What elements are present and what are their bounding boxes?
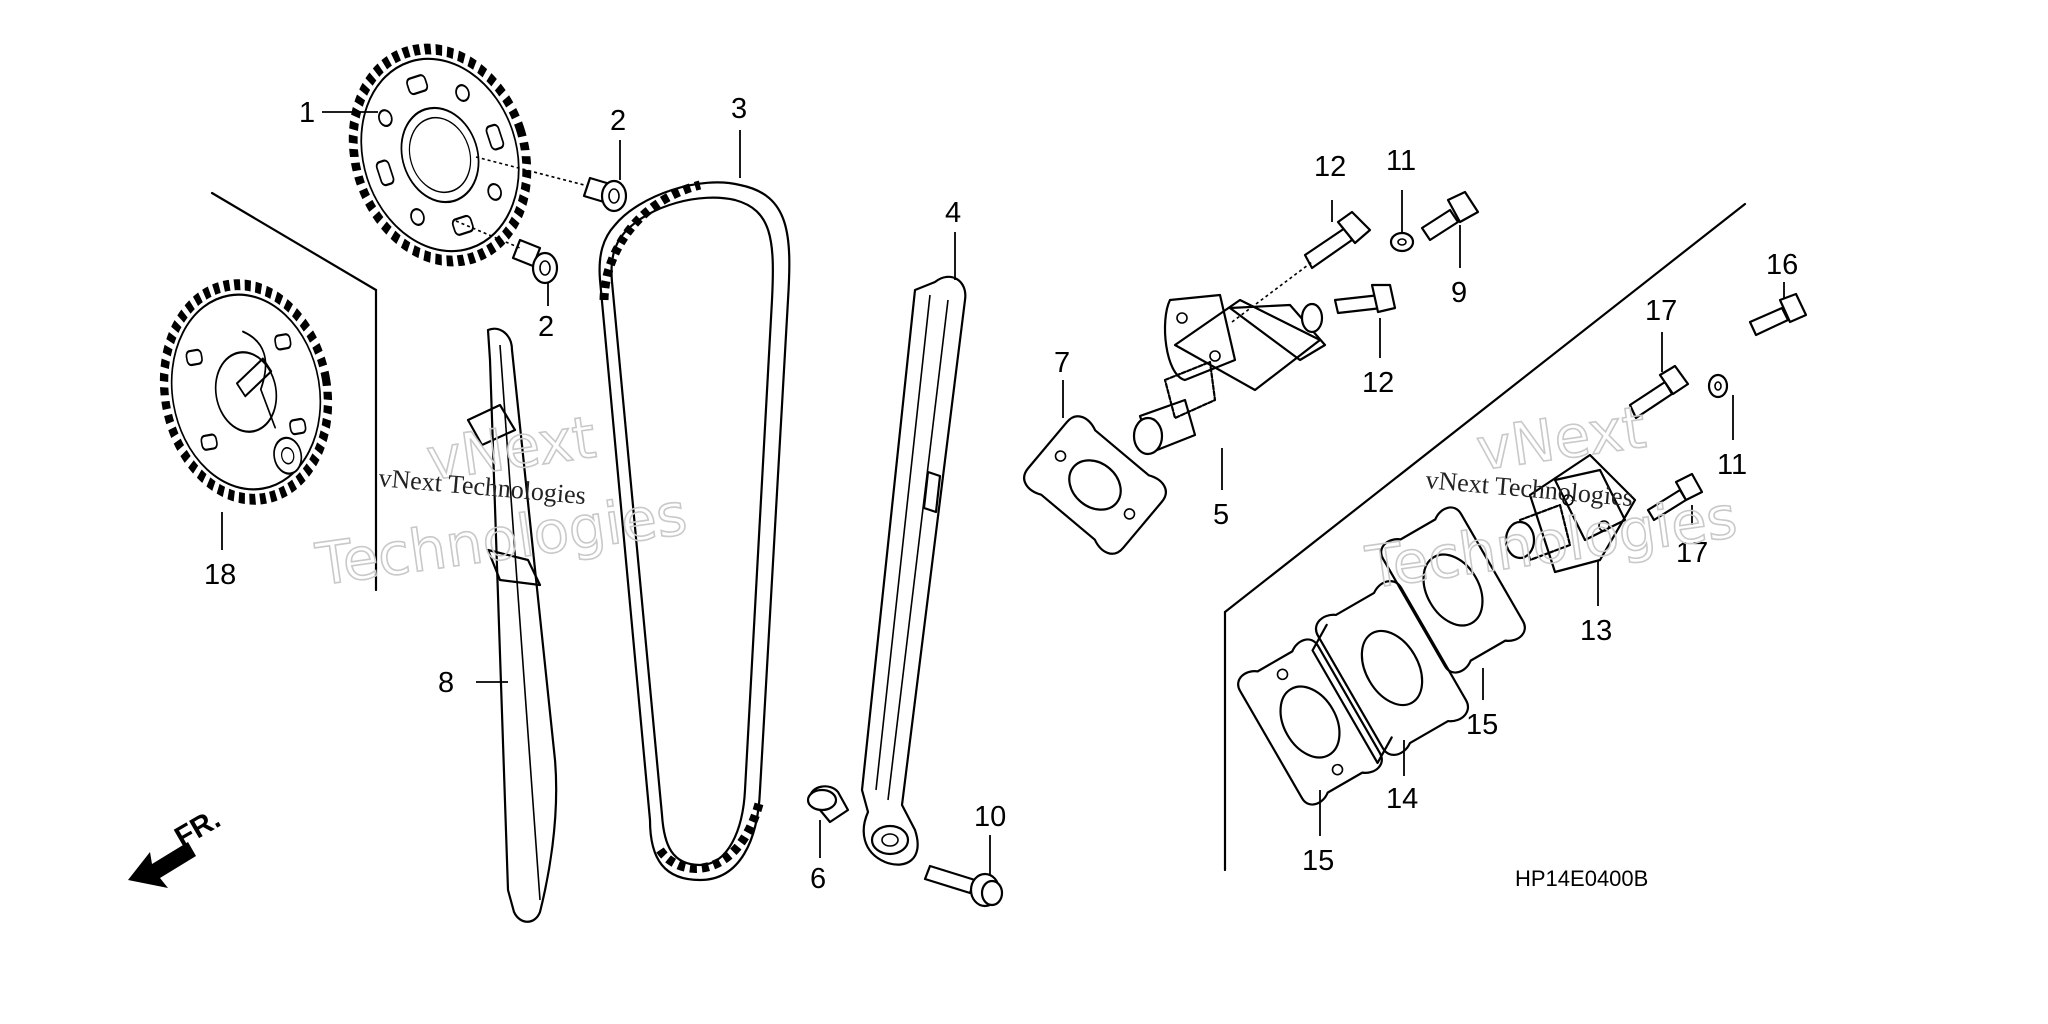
callout-6: 6 <box>810 863 826 895</box>
callout-3: 3 <box>731 93 747 125</box>
callout-16: 16 <box>1766 249 1798 281</box>
watermark-left: vNext Technologies vNext Technologies <box>311 402 692 600</box>
diagram-code: HP14E0400B <box>1515 866 1648 891</box>
callout-12-upper: 12 <box>1314 151 1346 183</box>
callout-18: 18 <box>204 559 236 591</box>
pivot-bolt-part[interactable] <box>806 785 850 824</box>
callout-2-lower: 2 <box>538 311 554 343</box>
callout-15-upper: 15 <box>1466 709 1498 741</box>
cam-chain-part[interactable] <box>598 180 791 882</box>
sealing-bolt-16[interactable] <box>1748 292 1808 337</box>
callout-12-lower: 12 <box>1362 367 1394 399</box>
callout-9: 9 <box>1451 277 1467 309</box>
tensioner-lifter-part[interactable] <box>1132 293 1327 456</box>
callout-4: 4 <box>945 197 961 229</box>
sprocket-bolt-lower[interactable] <box>455 220 559 285</box>
watermark-right-big-1: vNext <box>1472 393 1649 484</box>
callout-2-upper: 2 <box>610 105 626 137</box>
sealing-bolt-part[interactable] <box>1420 190 1480 242</box>
spacer-14-part[interactable] <box>1301 576 1473 765</box>
tensioner-bolt-upper[interactable] <box>1303 210 1372 270</box>
watermark-right: vNext Technologies vNext Technologies <box>1361 392 1742 603</box>
front-direction-arrow-icon: FR. <box>128 803 226 888</box>
callout-1: 1 <box>299 97 315 129</box>
sealing-washer-upper[interactable] <box>1389 231 1415 253</box>
cam-sprocket-part[interactable] <box>327 26 554 283</box>
callout-5: 5 <box>1213 499 1229 531</box>
leader-lines <box>221 111 1785 874</box>
tensioner-bolt-lower[interactable] <box>1333 283 1397 315</box>
callout-10: 10 <box>974 801 1006 833</box>
sprocket-bolt-upper[interactable] <box>475 156 628 213</box>
cam-chain-guide-part[interactable] <box>860 275 967 866</box>
callout-17-upper: 17 <box>1645 295 1677 327</box>
sealing-washer-lower[interactable] <box>1707 373 1729 399</box>
tensioner-bolt-17-upper[interactable] <box>1628 364 1690 420</box>
callout-11-lower: 11 <box>1717 449 1747 481</box>
section-divider-right <box>1223 202 1747 872</box>
flange-bolt-part[interactable] <box>923 864 1004 908</box>
callout-labels: 1 2 2 3 4 7 5 18 8 6 10 12 12 11 9 17 16… <box>204 93 1798 895</box>
callout-13: 13 <box>1580 615 1612 647</box>
tensioner-slipper-part[interactable] <box>466 327 558 923</box>
callout-7: 7 <box>1054 347 1070 379</box>
section-divider-left <box>210 191 378 592</box>
gasket-15-upper[interactable] <box>1377 503 1529 677</box>
tensioner-gasket-part[interactable] <box>1019 411 1172 559</box>
tensioner-lifter-13-part[interactable] <box>1504 453 1637 574</box>
callout-14: 14 <box>1386 783 1418 815</box>
front-direction-label: FR. <box>170 803 226 854</box>
cam-sprocket-assembly-part[interactable] <box>147 272 344 513</box>
callout-8: 8 <box>438 667 454 699</box>
callout-11-upper: 11 <box>1386 145 1416 177</box>
callout-15-lower: 15 <box>1302 845 1334 877</box>
callout-17-lower: 17 <box>1676 537 1708 569</box>
tensioner-bolt-17-lower[interactable] <box>1646 472 1704 522</box>
